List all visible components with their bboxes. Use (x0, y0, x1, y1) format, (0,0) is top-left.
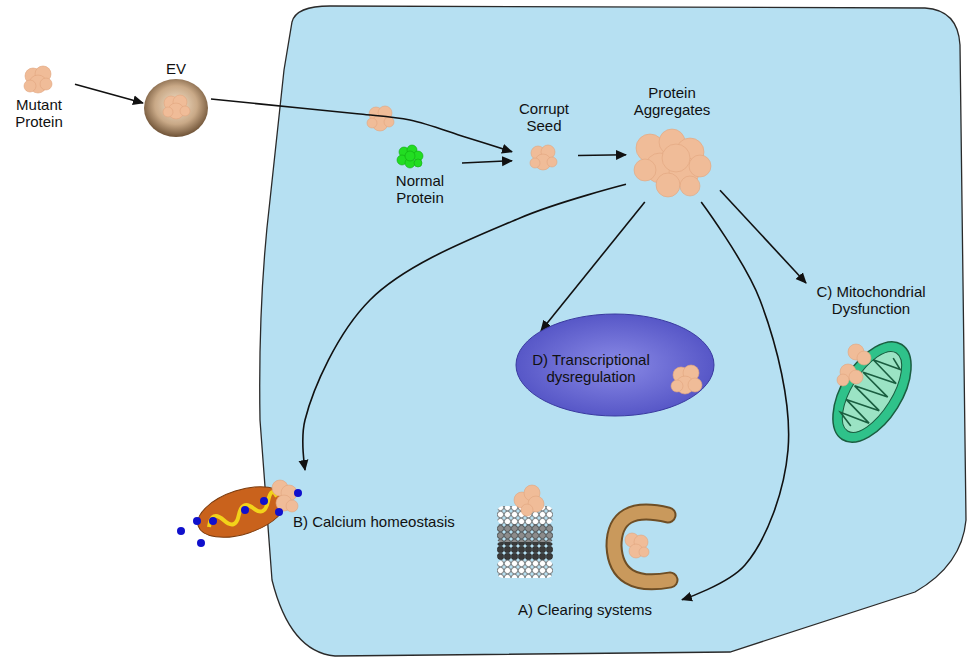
released-protein-blob (384, 117, 394, 127)
vesicle-label: EV (143, 60, 211, 138)
protein-label: Mutant Protein (5, 62, 75, 136)
arrow-connector (462, 161, 512, 163)
lysosome (614, 512, 670, 582)
extracellular-vesicle (163, 107, 173, 117)
node-label: Mutant Protein (5, 96, 73, 131)
endoplasmic-reticulum (191, 477, 292, 547)
released-protein-blob (367, 106, 394, 131)
nucleus: D) Transcriptional dysregulation (515, 313, 715, 417)
aggregate-label: Protein Aggregates (626, 84, 720, 202)
lysosome (614, 512, 670, 582)
node-label: Corrupt Seed (512, 100, 576, 135)
extracellular-vesicle (163, 95, 190, 119)
mutant-protein-blob (40, 78, 52, 90)
mitochondrial-aggregate (857, 351, 871, 365)
er-aggregate (272, 480, 298, 512)
protein-aggregate (634, 159, 656, 181)
mitochondrion (817, 329, 927, 456)
calcium-ion (197, 539, 205, 547)
calcium-ion (275, 508, 283, 516)
calcium-ion (193, 517, 201, 525)
corrupt-seed-blob (530, 158, 540, 168)
node-label: B) Calcium homeostasis (293, 513, 455, 530)
mitochondrial-aggregate (849, 370, 863, 384)
normal-protein-blob (397, 145, 423, 168)
effect-label: B) Calcium homeostasis (195, 470, 457, 550)
released-protein-blob (367, 118, 377, 128)
protein-aggregate (689, 155, 711, 177)
arrow-connector (211, 99, 512, 152)
nucleus-outline (516, 314, 714, 416)
proteasome (497, 506, 553, 578)
arrow-connector (75, 84, 143, 103)
protein-aggregate (634, 129, 711, 197)
extracellular-vesicle (144, 79, 208, 137)
arrow-connector (541, 202, 645, 331)
effect-label: A) Clearing systems (490, 478, 682, 623)
protein-label: Corrupt Seed (512, 100, 578, 174)
extracellular-vesicle (144, 79, 208, 137)
lysosome-aggregate (639, 547, 649, 557)
extracellular-vesicle (180, 106, 190, 116)
endoplasmic-reticulum (205, 491, 281, 531)
proteasome-aggregate (521, 504, 533, 516)
arrow-connector (720, 190, 806, 283)
node-label: Protein Aggregates (626, 84, 718, 119)
mitochondrion (817, 329, 927, 456)
node-label: Normal Protein (380, 172, 460, 207)
lysosome-aggregate (625, 533, 649, 558)
calcium-ion (294, 489, 302, 497)
node-label: A) Clearing systems (490, 601, 680, 618)
calcium-ion (260, 497, 268, 505)
arrow-connector (578, 154, 626, 156)
nuclear-aggregate (671, 365, 702, 394)
nuclear-aggregate (671, 380, 683, 392)
effect-label: C) Mitochondrial Dysfunction (806, 283, 956, 443)
node-label: C) Mitochondrial Dysfunction (806, 283, 936, 318)
protein-aggregate (662, 144, 690, 172)
lysosome (614, 512, 670, 582)
corrupt-seed-blob (547, 157, 557, 167)
nuclear-aggregate (688, 378, 702, 392)
mitochondrial-aggregate (837, 344, 871, 386)
node-label: D) Transcriptional dysregulation (520, 351, 662, 386)
mitochondrial-aggregate (837, 374, 849, 386)
proteasome (497, 560, 553, 578)
arrow-connector (682, 202, 789, 600)
normal-protein-blob (405, 151, 415, 161)
calcium-ion (241, 506, 249, 514)
mutant-protein-blob (24, 80, 36, 92)
normal-protein-blob (414, 159, 422, 167)
mutant-protein-blob (24, 66, 52, 93)
proteasome-aggregate (514, 485, 544, 516)
corrupt-seed-blob (530, 145, 557, 170)
node-label: EV (143, 60, 209, 77)
protein-label: Normal Protein (380, 144, 462, 212)
calcium-ion (209, 517, 217, 525)
endoplasmic-reticulum (191, 477, 292, 547)
mitochondrion (831, 342, 914, 441)
cell-body (260, 6, 966, 656)
proteasome (497, 542, 553, 560)
protein-aggregate (656, 173, 680, 197)
protein-aggregate (680, 176, 700, 196)
calcium-ion (177, 527, 185, 535)
calcium-ion (177, 489, 302, 547)
mitochondrion (836, 349, 907, 435)
er-aggregate (286, 500, 298, 512)
proteasome (497, 524, 553, 542)
